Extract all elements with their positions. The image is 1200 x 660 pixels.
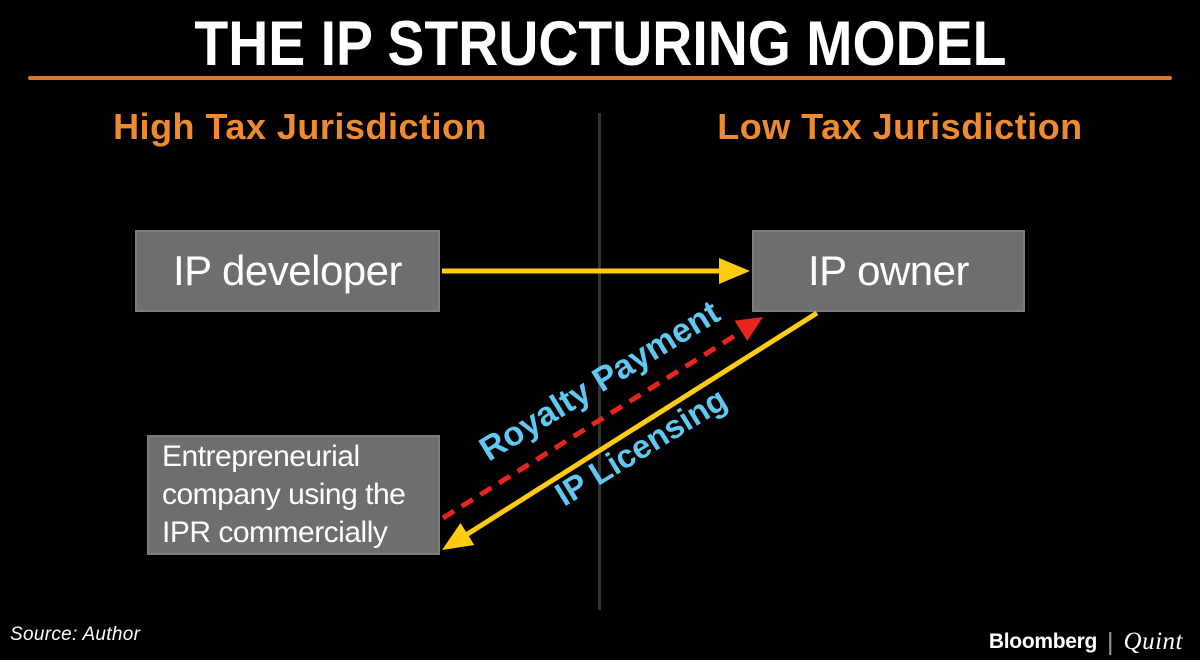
ip-owner-label: IP owner <box>808 247 970 294</box>
ip-developer-label: IP developer <box>172 247 403 294</box>
ip-owner-box: IP owner <box>752 230 1025 312</box>
licensing-arrowhead-icon <box>442 523 475 550</box>
entrepreneur-label-line2: company using the <box>162 478 406 511</box>
royalty-arrowhead-icon <box>734 317 763 341</box>
ip-licensing-label: IP Licensing <box>548 380 734 513</box>
ip-developer-box: IP developer <box>135 230 440 312</box>
title-bar: THE IP STRUCTURING MODEL <box>0 8 1200 80</box>
title-underline <box>28 76 1172 80</box>
bloomberg-wordmark: Bloomberg <box>988 630 1098 653</box>
entrepreneur-box: Entrepreneurial company using the IPR co… <box>147 435 440 555</box>
entrepreneur-label-line3: IPR commercially <box>162 516 388 549</box>
brand-logo: Bloomberg | Quint <box>989 628 1183 656</box>
source-note: Source: Author <box>10 624 141 645</box>
brand-separator: | <box>1107 627 1114 656</box>
column-header-low-tax: Low Tax Jurisdiction <box>717 106 1083 147</box>
page-title: THE IP STRUCTURING MODEL <box>193 9 1007 79</box>
transfer-arrowhead-icon <box>719 258 750 284</box>
column-header-high-tax: High Tax Jurisdiction <box>113 106 487 147</box>
quint-wordmark: Quint <box>1123 628 1183 655</box>
entrepreneur-label-line1: Entrepreneurial <box>162 440 360 473</box>
